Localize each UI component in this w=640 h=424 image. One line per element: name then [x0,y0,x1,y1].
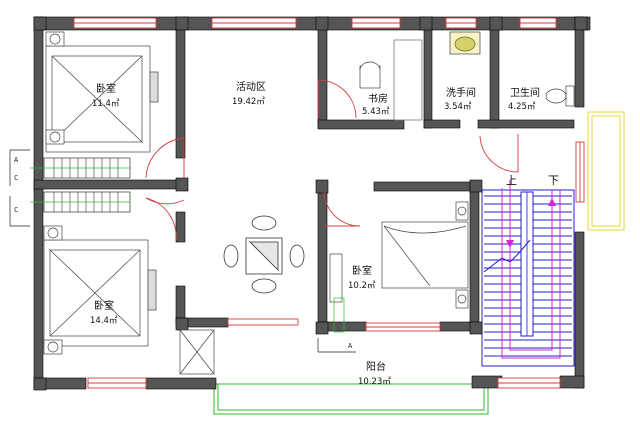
room-name-bedroom-sw: 卧室 [94,299,114,312]
windows [73,17,585,389]
sink-icon [449,31,481,55]
room-area-balcony: 10.23㎡ [358,377,391,387]
room-area-study: 5.43㎡ [362,107,390,117]
room-area-bedroom-sw: 14.4㎡ [90,316,118,326]
section-tag-left-c2: C [14,206,18,214]
bed-sw-icon [43,225,215,375]
walls [33,16,591,391]
room-name-bedroom-c: 卧室 [352,264,372,277]
section-tag-bottom-a: A [348,342,353,350]
room-name-activity: 活动区 [236,81,266,93]
room-area-activity: 19.42㎡ [232,97,265,107]
room-name-study: 书房 [368,92,388,105]
room-name-washroom: 洗手间 [446,86,476,99]
room-name-bathroom: 卫生间 [510,86,540,99]
room-name-bedroom-nw: 卧室 [96,82,116,95]
bed-nw-icon [45,31,159,153]
bathroom-parapet [587,111,625,231]
room-area-bedroom-nw: 11.4㎡ [92,99,120,109]
section-markers [9,149,356,353]
room-area-bedroom-c: 10.2㎡ [348,281,376,291]
study-desk [393,39,423,121]
section-tag-left-a: A [14,156,19,164]
doors [145,79,519,241]
stair-down-label: 下 [548,174,559,187]
staircase: 上 下 [481,174,575,367]
room-area-washroom: 3.54㎡ [444,102,472,112]
wardrobe-icon [30,157,131,213]
section-tag-left-c: C [14,174,18,182]
room-name-balcony: 阳台 [366,360,386,373]
balcony-railing [213,378,489,415]
stair-up-label: 上 [506,174,517,187]
study-chair-icon [359,61,381,89]
toilet-icon [545,85,575,107]
bed-c-icon [329,201,469,333]
dining-table-icon [223,215,305,294]
room-area-bathroom: 4.25㎡ [508,102,536,112]
